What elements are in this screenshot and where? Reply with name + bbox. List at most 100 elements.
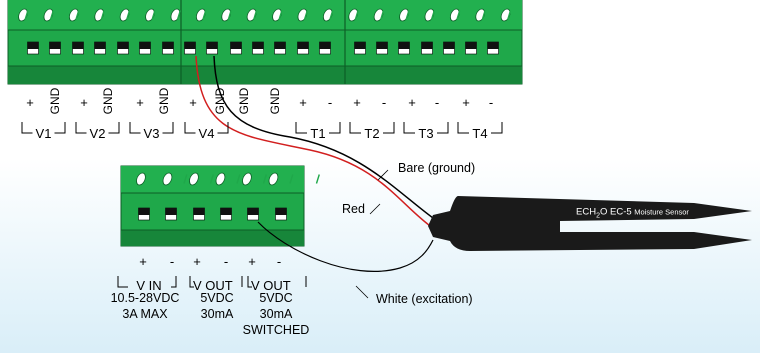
terminal-socket-icon (49, 41, 61, 55)
socket-row (138, 207, 287, 221)
screw-icon (475, 8, 486, 22)
pin-label: GND (213, 87, 227, 114)
pin-label: - (382, 95, 386, 110)
power-terminal-block (120, 165, 320, 247)
group-bracket: T3 (403, 122, 449, 141)
group-label: V OUT (251, 278, 291, 293)
screw-icon (221, 8, 232, 22)
power-specs: 10.5-28VDC 3A MAX 5VDC 30mA 5VDC 30mA SW… (111, 291, 310, 337)
pin-label: + (139, 254, 147, 269)
pin-label: + (136, 95, 144, 110)
white-wire (257, 221, 434, 272)
terminal-socket-icon (206, 41, 218, 55)
terminal-socket-icon (138, 207, 150, 221)
pin-label: - (489, 95, 493, 110)
pin-label: + (248, 254, 256, 269)
screw-icon (268, 172, 320, 186)
pin-label: + (408, 95, 416, 110)
red-leader-line (369, 203, 381, 215)
terminal-socket-icon (162, 41, 174, 55)
terminal-socket-icon (184, 41, 196, 55)
terminal-socket-icon (247, 207, 259, 221)
screw-icon (195, 8, 207, 22)
group-bracket: V OUT (247, 276, 307, 293)
screw-icon (399, 8, 410, 22)
bare-wire-label: Bare (ground) (398, 161, 475, 175)
pin-label: GND (268, 87, 282, 114)
screw-icon (424, 8, 436, 22)
vout2-current: 30mA (260, 307, 293, 321)
pin-label: GND (101, 87, 115, 114)
power-pin-labels: + - + - + - (139, 254, 281, 269)
pin-label: + (353, 95, 361, 110)
sensor-label-prefix: ECH (576, 207, 596, 218)
screw-row (136, 172, 320, 186)
terminal-socket-icon (319, 41, 331, 55)
terminal-socket-icon (117, 41, 129, 55)
group-bracket: T1 (295, 122, 341, 141)
screw-icon (162, 172, 214, 186)
pin-label: GND (48, 87, 62, 114)
group-label: V3 (144, 126, 160, 141)
group-bracket: T2 (349, 122, 395, 141)
pin-label: - (224, 254, 228, 269)
screw-icon (68, 8, 80, 22)
screw-icon (373, 8, 385, 22)
pin-label: GND (237, 87, 251, 114)
svg-text:ECH2O EC-5 Moisture Sens: ECH2O EC-5 Moisture Sensor (576, 207, 689, 220)
group-label: V2 (90, 126, 106, 141)
terminal-socket-icon (94, 41, 106, 55)
terminal-socket-icon (297, 41, 309, 55)
screw-icon (246, 8, 258, 22)
pin-label: - (170, 254, 174, 269)
group-label: V IN (136, 278, 161, 293)
pin-label: - (435, 95, 439, 110)
terminal-socket-icon (230, 41, 242, 55)
pin-label: + (193, 254, 201, 269)
sensor-label-model: O EC-5 (600, 207, 632, 218)
moisture-sensor-icon: ECH2O EC-5 Moisture Sensor (428, 196, 752, 251)
terminal-socket-icon (398, 41, 410, 55)
pin-label: + (80, 95, 88, 110)
terminal-socket-icon (465, 41, 477, 55)
red-wire-label: Red (342, 202, 365, 216)
terminal-socket-icon (376, 41, 388, 55)
terminal-socket-icon (27, 41, 39, 55)
main-terminal-block (7, 0, 523, 85)
screw-icon (145, 8, 156, 22)
pin-label: - (328, 95, 332, 110)
screw-icon (170, 8, 182, 22)
group-bracket: V3 (129, 122, 174, 141)
group-label: V1 (36, 126, 52, 141)
group-bracket: T4 (457, 122, 503, 141)
group-bracket: V1 (21, 122, 66, 141)
terminal-socket-icon (354, 41, 366, 55)
group-label: V OUT (193, 278, 233, 293)
terminal-socket-icon (139, 41, 151, 55)
sensor-label-name: Moisture Sensor (634, 208, 689, 217)
screw-icon (119, 8, 131, 22)
terminal-socket-icon (275, 207, 287, 221)
pin-label: + (189, 95, 197, 110)
pin-label: + (26, 95, 34, 110)
terminal-socket-icon (274, 41, 286, 55)
screw-icon (322, 8, 334, 22)
screw-icon (136, 172, 188, 186)
screw-icon (43, 8, 55, 22)
screw-icon (189, 172, 241, 186)
pin-label: + (462, 95, 470, 110)
screw-row (18, 8, 512, 22)
terminal-socket-icon (421, 41, 433, 55)
white-leader-line (355, 285, 369, 299)
group-label: T2 (364, 126, 379, 141)
group-label: V4 (199, 126, 215, 141)
pin-label: - (277, 254, 281, 269)
screw-icon (449, 8, 461, 22)
terminal-socket-icon (72, 41, 84, 55)
screw-icon (500, 8, 512, 22)
white-wire-label: White (excitation) (376, 292, 473, 306)
main-group-brackets: V1 V2 V3 V4 T1 T2 T3 T4 (21, 122, 503, 141)
screw-icon (242, 172, 294, 186)
terminal-socket-icon (165, 207, 177, 221)
